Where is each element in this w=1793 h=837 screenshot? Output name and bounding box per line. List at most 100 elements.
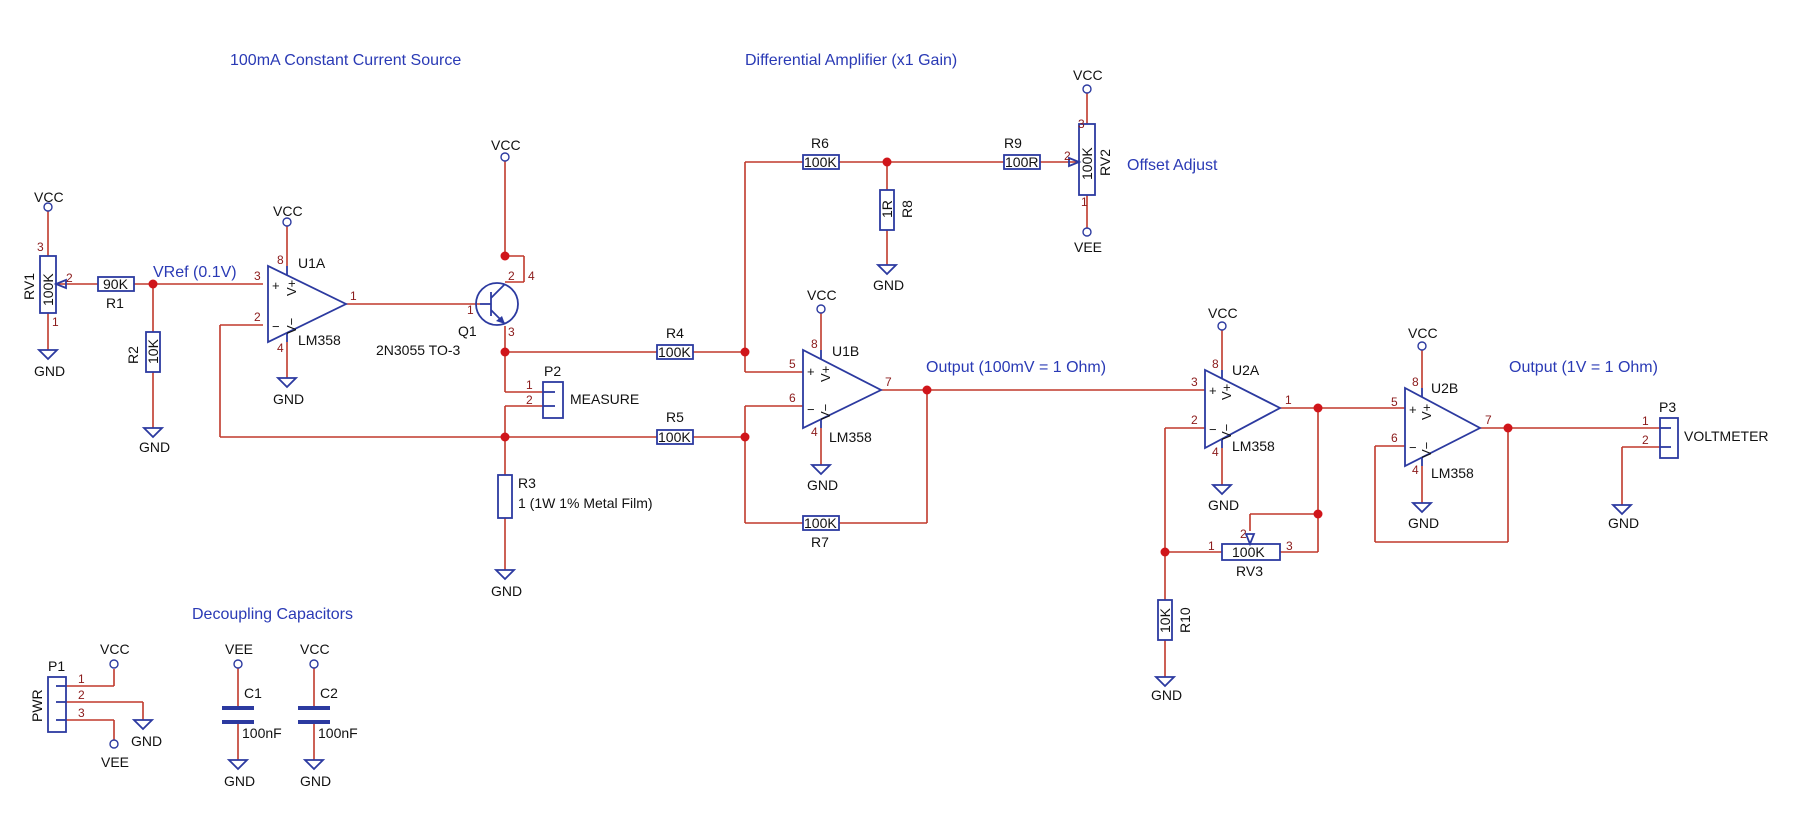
vcc-flag-u2a: VCC: [1208, 305, 1238, 331]
svg-text:4: 4: [1412, 463, 1419, 477]
net-label-output-1v: Output (1V = 1 Ohm): [1509, 359, 1658, 376]
svg-text:4: 4: [811, 425, 818, 439]
svg-text:R1: R1: [106, 295, 124, 311]
power-symbols: VCC VCC VCC VCC VCC VCC VCC VCC VCC VEE …: [34, 67, 1639, 789]
svg-text:U1B: U1B: [832, 343, 859, 359]
annotations: VRef (0.1V) Offset Adjust Output (100mV …: [153, 52, 1658, 623]
svg-text:R7: R7: [811, 534, 829, 550]
svg-text:U2A: U2A: [1232, 362, 1260, 378]
svg-text:3: 3: [1078, 117, 1085, 131]
svg-text:3: 3: [78, 706, 85, 720]
svg-text:GND: GND: [300, 773, 331, 789]
svg-text:P1: P1: [48, 658, 65, 674]
svg-text:2: 2: [526, 393, 533, 407]
svg-text:2: 2: [78, 688, 85, 702]
svg-text:100R: 100R: [1005, 154, 1038, 170]
svg-text:V+: V+: [818, 366, 833, 382]
resistor-r6: 100K R6: [802, 135, 840, 170]
transistor-q1: Q1 2N3055 TO-3 1 2 3 4: [376, 269, 535, 358]
svg-text:1: 1: [78, 672, 85, 686]
svg-text:3: 3: [1191, 375, 1198, 389]
resistor-r2: 10K R2: [125, 331, 161, 373]
resistor-r4: 100K R4: [656, 325, 694, 360]
svg-text:100nF: 100nF: [318, 725, 358, 741]
svg-text:VCC: VCC: [34, 189, 64, 205]
svg-text:100K: 100K: [658, 429, 691, 445]
svg-text:VEE: VEE: [1074, 239, 1102, 255]
vee-flag-c1: VEE: [225, 641, 253, 669]
svg-text:V+: V+: [284, 280, 299, 296]
svg-text:1: 1: [467, 303, 474, 317]
opamp-u2b: + − V+ V− U2B LM358 5 6 7 8 4: [1391, 375, 1492, 481]
connector-p1: P1 PWR 1 2 3: [29, 658, 85, 733]
svg-text:1: 1: [350, 289, 357, 303]
net-label-output-100mv: Output (100mV = 1 Ohm): [926, 359, 1106, 376]
svg-text:7: 7: [885, 375, 892, 389]
svg-text:6: 6: [789, 391, 796, 405]
resistor-r7: 100K R7: [802, 515, 840, 550]
svg-text:GND: GND: [873, 277, 904, 293]
svg-text:GND: GND: [131, 733, 162, 749]
svg-text:2N3055 TO-3: 2N3055 TO-3: [376, 342, 461, 358]
net-label-vref: VRef (0.1V): [153, 264, 237, 281]
svg-text:GND: GND: [1608, 515, 1639, 531]
svg-text:VCC: VCC: [300, 641, 330, 657]
svg-text:VEE: VEE: [101, 754, 129, 770]
svg-text:LM358: LM358: [298, 332, 341, 348]
svg-text:PWR: PWR: [29, 689, 45, 722]
gnd-symbol-r10: GND: [1151, 676, 1182, 703]
svg-text:100K: 100K: [1232, 544, 1265, 560]
connector-p2: P2 MEASURE 1 2: [526, 363, 639, 419]
svg-text:R3: R3: [518, 475, 536, 491]
vcc-flag-u1a: VCC: [273, 203, 303, 227]
vee-flag-rv2: VEE: [1074, 227, 1102, 255]
svg-text:1: 1: [52, 315, 59, 329]
svg-text:1: 1: [1642, 414, 1649, 428]
svg-text:VCC: VCC: [1408, 325, 1438, 341]
svg-text:VCC: VCC: [1073, 67, 1103, 83]
svg-text:8: 8: [1412, 375, 1419, 389]
svg-text:4: 4: [1212, 445, 1219, 459]
gnd-symbol-u1b: GND: [807, 464, 838, 493]
svg-text:GND: GND: [34, 363, 65, 379]
svg-text:100K: 100K: [658, 344, 691, 360]
svg-text:GND: GND: [491, 583, 522, 599]
svg-text:2: 2: [1064, 149, 1071, 163]
svg-text:LM358: LM358: [829, 429, 872, 445]
junctions: [148, 157, 1513, 557]
gnd-symbol-c1: GND: [224, 759, 255, 789]
resistor-r3: R3 1 (1W 1% Metal Film): [497, 474, 653, 519]
svg-text:2: 2: [254, 310, 261, 324]
svg-text:100K: 100K: [40, 273, 56, 306]
vcc-flag-q1: VCC: [491, 137, 521, 162]
svg-text:V−: V−: [818, 404, 833, 420]
wires: [47, 93, 1660, 760]
svg-text:GND: GND: [139, 439, 170, 455]
potentiometer-rv2: 100K RV2 1 2 3: [1064, 117, 1113, 209]
gnd-symbol-r8: GND: [873, 264, 904, 293]
gnd-symbol-r2: GND: [139, 427, 170, 455]
svg-text:GND: GND: [224, 773, 255, 789]
connector-p3: P3 VOLTMETER 1 2: [1642, 399, 1769, 459]
svg-text:GND: GND: [273, 391, 304, 407]
svg-text:100nF: 100nF: [242, 725, 282, 741]
vcc-flag-u1b: VCC: [807, 287, 837, 314]
svg-text:−: −: [1409, 440, 1417, 455]
svg-text:2: 2: [508, 269, 515, 283]
svg-text:MEASURE: MEASURE: [570, 391, 639, 407]
svg-text:VCC: VCC: [807, 287, 837, 303]
potentiometer-rv3: 100K RV3 1 2 3: [1208, 527, 1293, 579]
svg-text:VCC: VCC: [491, 137, 521, 153]
svg-text:VCC: VCC: [273, 203, 303, 219]
svg-text:R10: R10: [1177, 607, 1193, 633]
svg-text:U1A: U1A: [298, 255, 326, 271]
vcc-flag-p1: VCC: [100, 641, 130, 669]
svg-text:LM358: LM358: [1232, 438, 1275, 454]
svg-text:R2: R2: [125, 346, 141, 364]
capacitor-c1: C1 100nF: [222, 685, 282, 741]
svg-text:+: +: [1409, 402, 1417, 417]
resistor-r1: 90K R1: [97, 276, 135, 311]
svg-text:P2: P2: [544, 363, 561, 379]
svg-text:1: 1: [1081, 195, 1088, 209]
